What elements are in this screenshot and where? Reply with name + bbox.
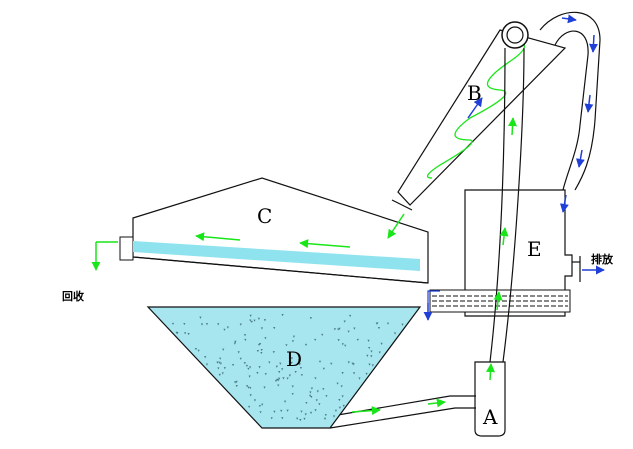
particle-icon xyxy=(171,314,404,422)
dewatering-screen-c xyxy=(119,177,429,284)
label-recycle: 回收 xyxy=(62,289,84,303)
overflow-pipe xyxy=(539,11,601,191)
green-flow-arrow-icon xyxy=(91,117,518,416)
label-b: B xyxy=(467,81,482,105)
riser-pipe xyxy=(489,21,529,363)
label-d: D xyxy=(286,347,302,371)
tank-e xyxy=(427,189,581,317)
hydrocyclone-b xyxy=(391,29,567,211)
label-discharge: 排放 xyxy=(591,252,614,266)
label-c: C xyxy=(257,204,272,228)
pump-a xyxy=(474,361,506,437)
label-e: E xyxy=(527,237,542,261)
label-a: A xyxy=(482,405,498,429)
tank-d xyxy=(146,306,422,429)
blue-flow-arrow-icon xyxy=(423,14,605,321)
